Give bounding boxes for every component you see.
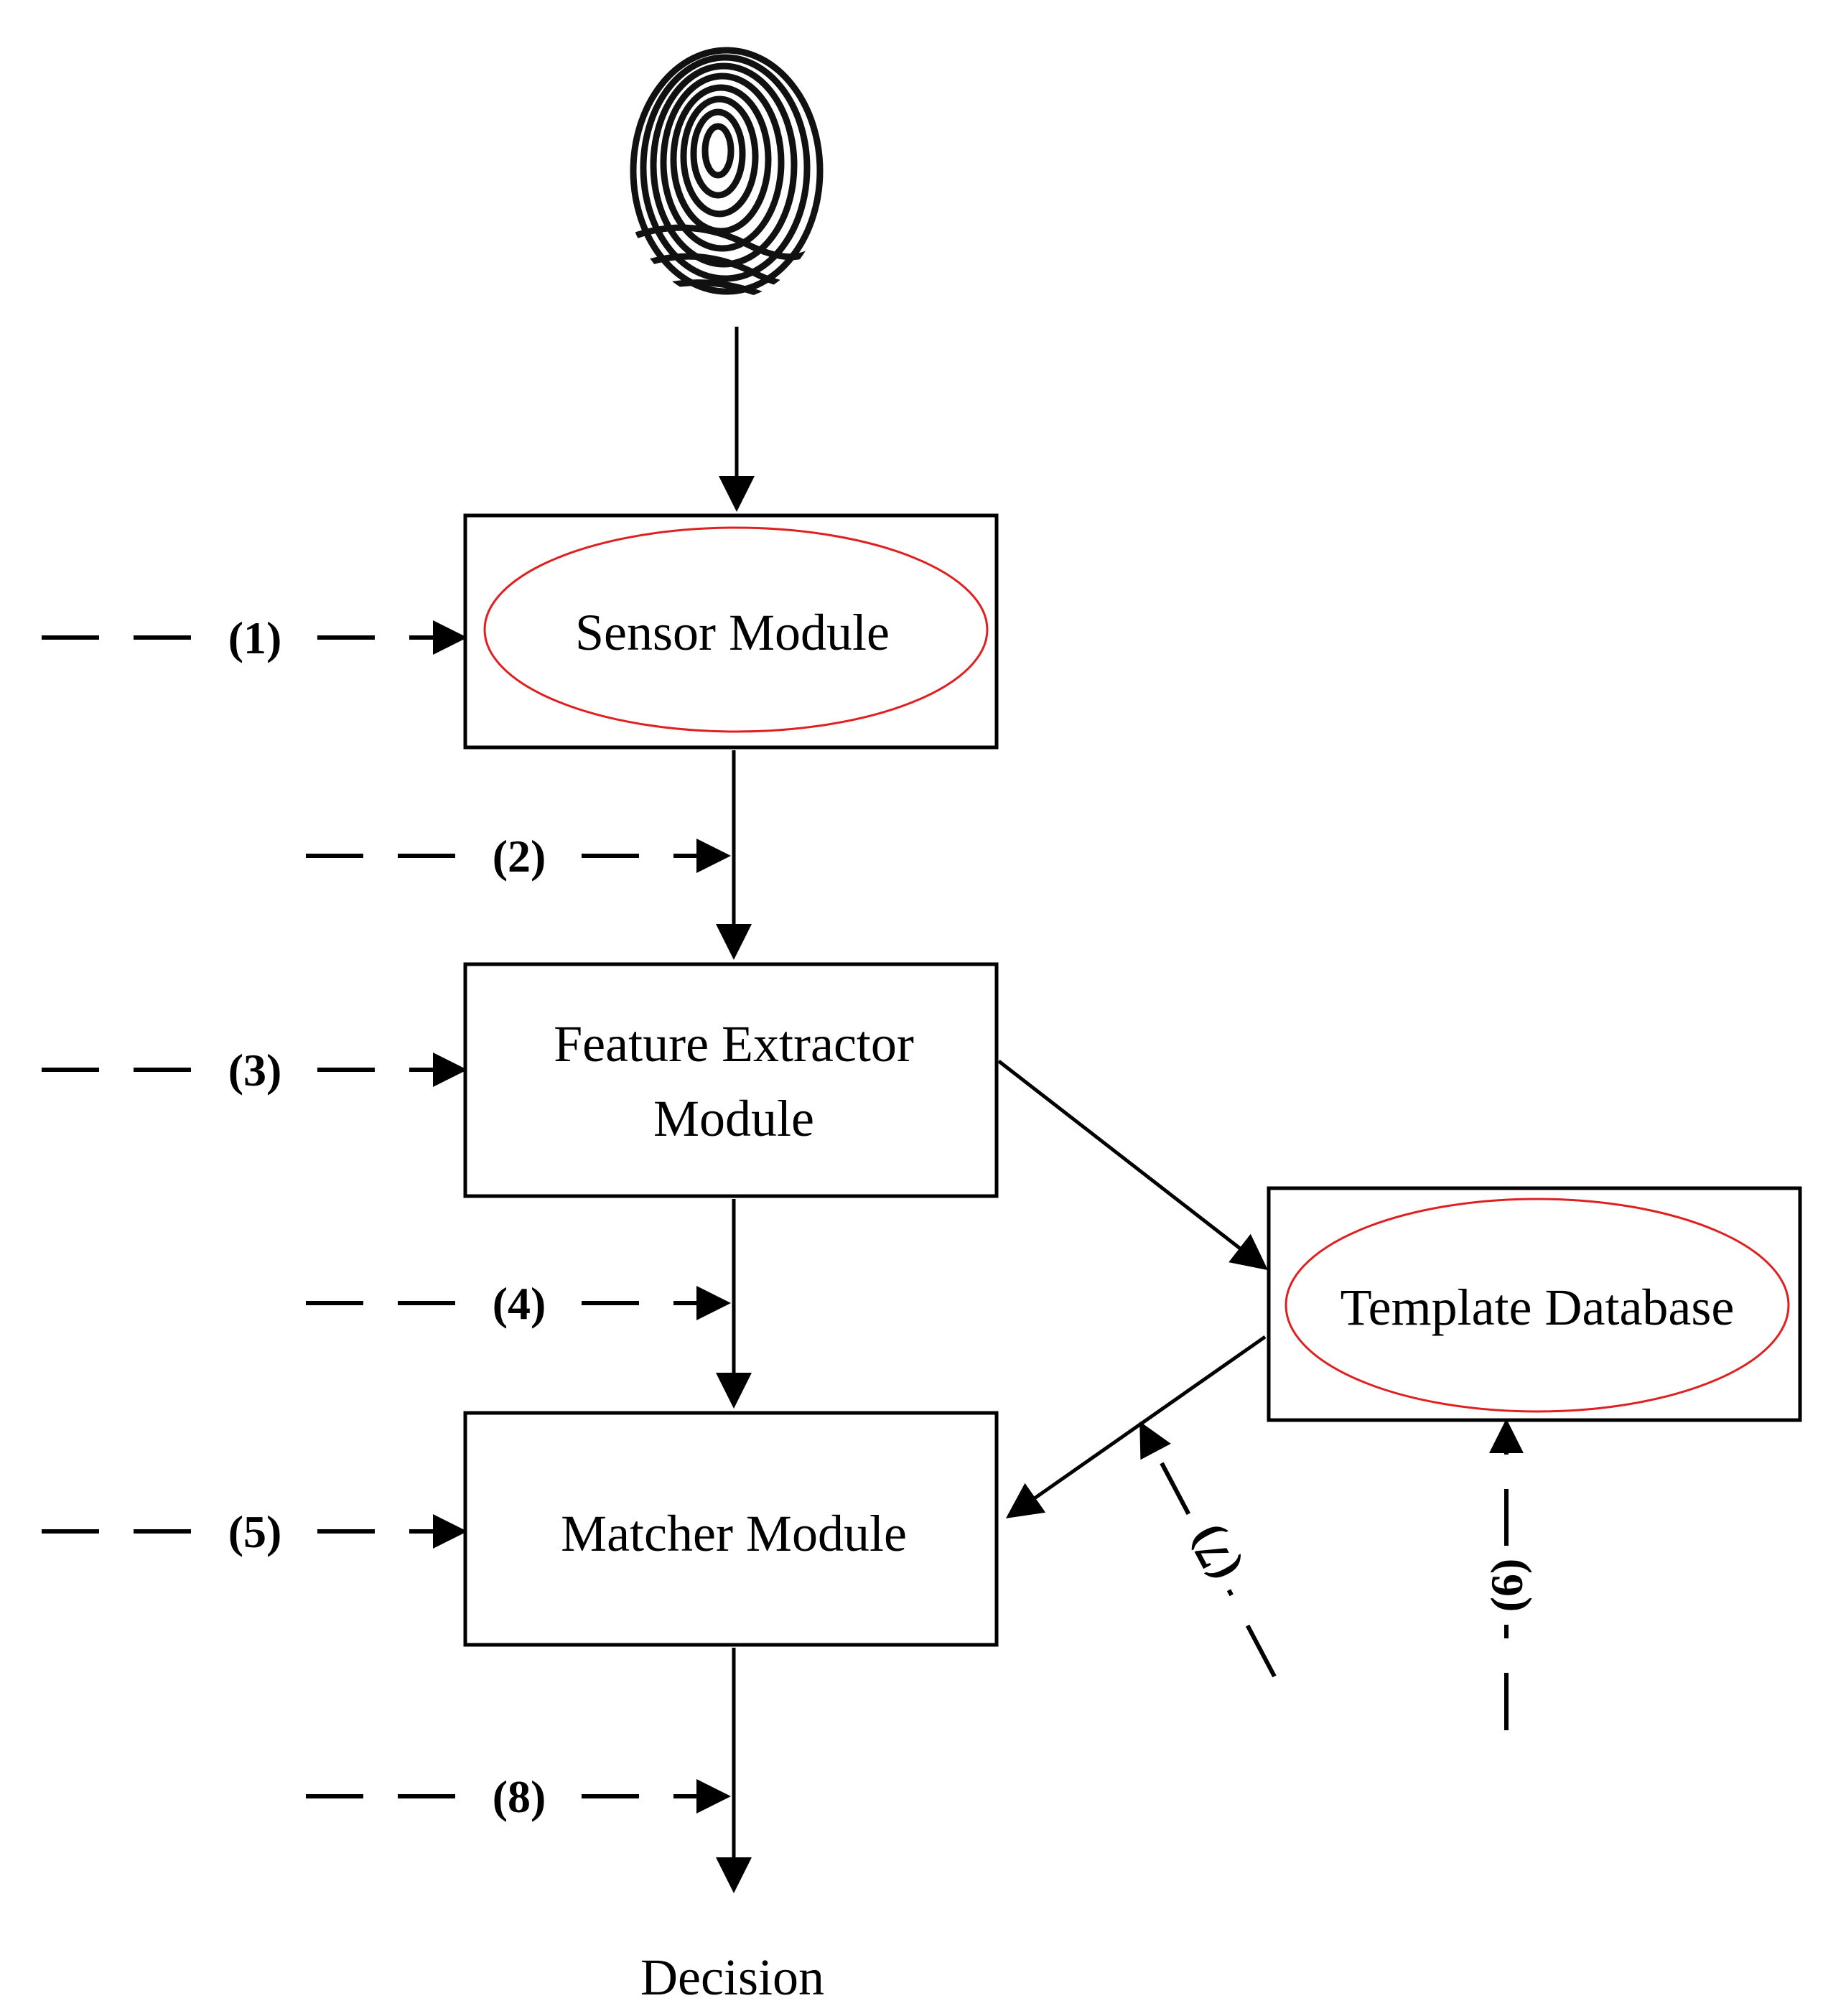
svg-text:(6): (6)	[1481, 1559, 1532, 1613]
template-database-label: Template Database	[1341, 1279, 1735, 1336]
attack-label-4: (4)	[480, 1276, 559, 1333]
attack-label-2: (2)	[480, 828, 559, 885]
feature-extractor-label-line1: Feature Extractor	[554, 1015, 914, 1073]
flow-arrow-template-to-matcher	[1005, 1335, 1267, 1518]
flow-arrow-feature-to-template	[997, 1060, 1268, 1271]
template-highlight-ellipse	[1285, 1198, 1790, 1413]
svg-text:(3): (3)	[228, 1045, 282, 1096]
sensor-module: Sensor Module	[463, 513, 999, 750]
sensor-highlight-ellipse	[483, 526, 989, 733]
svg-text:(2): (2)	[493, 831, 546, 882]
svg-text:(4): (4)	[493, 1278, 546, 1329]
attack-label-6: (6)	[1478, 1546, 1535, 1625]
template-database: Template Database	[1267, 1186, 1802, 1422]
svg-text:(1): (1)	[228, 612, 282, 663]
svg-text:(5): (5)	[228, 1506, 282, 1557]
attack-label-5: (5)	[215, 1504, 294, 1562]
feature-extractor-module: Feature Extractor Module	[463, 962, 999, 1198]
matcher-module: Matcher Module	[463, 1411, 999, 1647]
attack-label-1: (1)	[215, 610, 294, 668]
sensor-module-label: Sensor Module	[575, 604, 890, 661]
svg-text:(8): (8)	[493, 1771, 546, 1822]
feature-extractor-label-line2: Module	[653, 1090, 814, 1147]
attack-label-7: (7)	[1167, 1506, 1256, 1603]
attack-label-3: (3)	[215, 1042, 294, 1100]
fingerprint-icon	[623, 45, 827, 300]
attack-label-8: (8)	[480, 1768, 559, 1826]
decision-label: Decision	[640, 1949, 824, 2006]
matcher-module-label: Matcher Module	[561, 1505, 907, 1562]
